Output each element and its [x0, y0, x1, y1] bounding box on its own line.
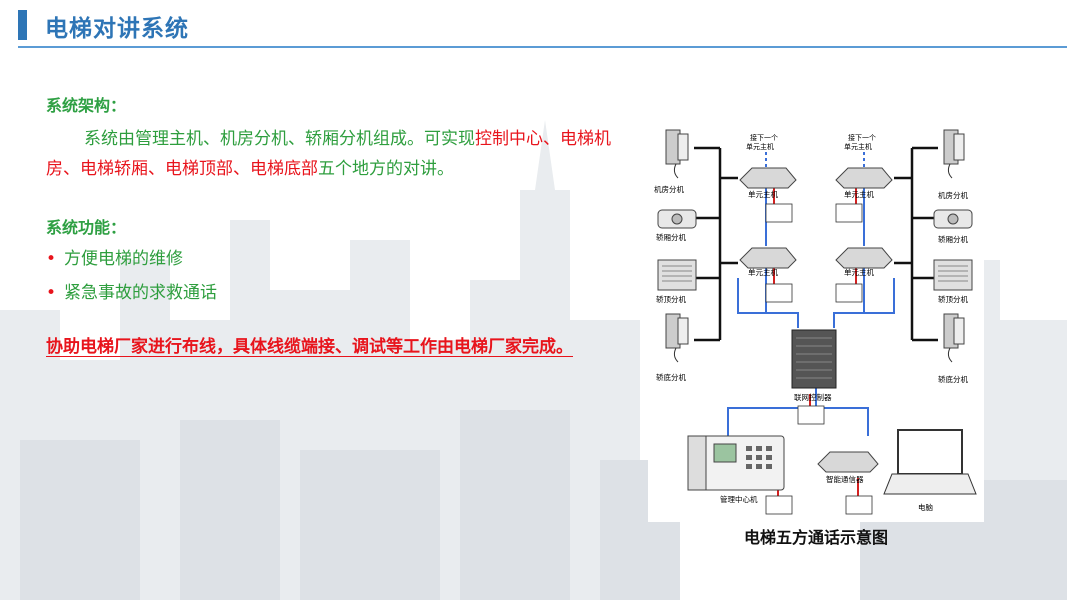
svg-text:单元主机: 单元主机	[748, 267, 778, 277]
svg-text:管理中心机: 管理中心机	[720, 494, 758, 504]
functions-heading: 系统功能：	[46, 218, 127, 237]
svg-text:单元主机: 单元主机	[746, 142, 774, 151]
top-extension-left: 轿顶分机	[656, 259, 697, 304]
car-extension-left: 轿厢分机	[656, 209, 697, 242]
functions-list: •方便电梯的维修 •紧急事故的求救通话	[46, 242, 616, 310]
unit-host: 单元主机	[835, 167, 893, 199]
computer: 电脑	[883, 429, 977, 512]
svg-text:电脑: 电脑	[918, 502, 933, 512]
five-way-intercom-diagram: 接下一个 单元主机 接下一个 单元主机 单元主机 单元主机 单元主机 单元主机 …	[648, 118, 984, 522]
svg-text:轿顶分机: 轿顶分机	[656, 294, 686, 304]
list-item: •紧急事故的求救通话	[46, 276, 616, 310]
list-item: •方便电梯的维修	[46, 242, 616, 276]
page-title: 电梯对讲系统	[45, 16, 189, 42]
svg-text:单元主机: 单元主机	[844, 189, 874, 199]
svg-text:机房分机: 机房分机	[938, 190, 968, 200]
next-unit-label: 接下一个	[848, 133, 876, 142]
unit-host: 单元主机	[739, 167, 797, 199]
header: 电梯对讲系统	[0, 0, 1067, 50]
unit-host: 单元主机	[739, 247, 797, 277]
architecture-intro-end: 五个地方的对讲。	[318, 159, 454, 179]
architecture-paragraph: 系统由管理主机、机房分机、轿厢分机组成。可实现控制中心、电梯机房、电梯轿厢、电梯…	[46, 124, 616, 184]
machine-room-extension-left: 机房分机	[654, 129, 689, 194]
svg-text:单元主机: 单元主机	[844, 267, 874, 277]
svg-text:轿底分机: 轿底分机	[938, 374, 968, 384]
unit-host: 单元主机	[835, 247, 893, 277]
architecture-intro: 系统由管理主机、机房分机、轿厢分机组成。可实现	[84, 129, 475, 149]
bottom-extension-left: 轿底分机	[656, 313, 689, 382]
svg-text:单元主机: 单元主机	[844, 142, 872, 151]
main-text: 系统架构： 系统由管理主机、机房分机、轿厢分机组成。可实现控制中心、电梯机房、电…	[46, 94, 616, 364]
management-host: 管理中心机	[687, 435, 785, 504]
installation-note: 协助电梯厂家进行布线，具体线缆端接、调试等工作由电梯厂家完成。	[46, 337, 573, 357]
top-extension-right: 轿顶分机	[933, 259, 973, 304]
left-wiring	[694, 146, 738, 342]
header-accent-bar	[18, 10, 27, 40]
city-skyline-background	[0, 120, 1067, 600]
svg-text:单元主机: 单元主机	[748, 189, 778, 199]
svg-text:智能通信器: 智能通信器	[826, 474, 864, 484]
bullet-icon: •	[46, 249, 57, 269]
right-wiring	[894, 146, 938, 342]
bullet-icon: •	[46, 283, 57, 303]
smart-communicator: 智能通信器	[817, 451, 879, 484]
machine-room-extension-right: 机房分机	[938, 129, 968, 200]
header-divider	[18, 46, 1067, 48]
architecture-heading: 系统架构：	[46, 96, 127, 115]
network-controller: 联网控制器	[791, 329, 837, 402]
car-extension-right: 轿厢分机	[933, 209, 973, 244]
svg-text:轿厢分机: 轿厢分机	[656, 232, 686, 242]
bottom-extension-right: 轿底分机	[938, 313, 968, 384]
svg-text:机房分机: 机房分机	[654, 184, 684, 194]
svg-text:轿厢分机: 轿厢分机	[938, 234, 968, 244]
architecture-locations: 控制中心、电梯机房、电梯轿厢、电梯顶部、电梯底部	[46, 129, 611, 179]
next-unit-label: 接下一个	[750, 133, 778, 142]
svg-text:轿底分机: 轿底分机	[656, 372, 686, 382]
svg-text:轿顶分机: 轿顶分机	[938, 294, 968, 304]
power-supply	[765, 203, 873, 515]
svg-text:联网控制器: 联网控制器	[794, 392, 832, 402]
diagram-caption: 电梯五方通话示意图	[743, 528, 888, 547]
